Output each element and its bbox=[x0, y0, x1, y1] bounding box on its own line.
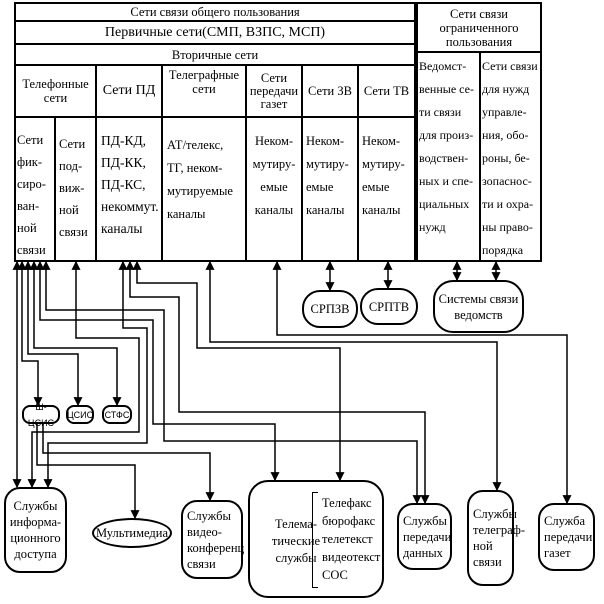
primary-networks-row: Первичные сети(СМП, ВЗПС, МСП) bbox=[104, 24, 326, 40]
connector-arrow bbox=[36, 424, 140, 520]
service-telematic: Телема- тические службы Телефакс бюрофак… bbox=[248, 480, 384, 598]
node-isdn: ЦСИС bbox=[66, 405, 94, 424]
tv-networks-body: Неком- мутиру- емые каналы bbox=[362, 134, 405, 217]
node-pstn: СТФС bbox=[102, 405, 132, 424]
sound-networks-body: Неком- мутиру- емые каналы bbox=[306, 134, 349, 217]
connector-arrow bbox=[272, 260, 572, 505]
header-data-networks: Сети ПД bbox=[102, 83, 156, 98]
secondary-networks-row: Вторичные сети bbox=[171, 47, 259, 62]
header-telephone-networks: Телефонные сети bbox=[22, 77, 89, 105]
node-departmental-systems: Системы связи ведомств bbox=[433, 280, 524, 333]
service-videoconference: Службы видео- конференц связи bbox=[181, 500, 244, 579]
data-networks-body: ПД-КД, ПД-КК, ПД-КС, некоммут. каналы bbox=[101, 133, 159, 236]
header-tv-networks: Сети ТВ bbox=[363, 84, 410, 98]
mobile-networks: Сети под- виж- ной связи bbox=[59, 137, 88, 239]
brace-icon bbox=[312, 492, 318, 588]
defense-networks: Сети связи для нужд управле- ния, обо- р… bbox=[482, 59, 538, 257]
service-information-access: Службы информа- ционного доступа bbox=[4, 487, 67, 573]
public-networks-title: Сети связи общего пользования bbox=[130, 4, 300, 19]
service-multimedia: Мультимедиа bbox=[92, 518, 172, 548]
restricted-networks-title: Сети связи ограниченного пользования bbox=[439, 6, 519, 49]
telematic-service-list: Телефакс бюрофакс телетекст видеотекст С… bbox=[322, 496, 381, 582]
node-b-isdn: Ш-ЦСИС bbox=[22, 402, 60, 428]
service-newspaper-transmission: Служба передачи газет bbox=[538, 503, 595, 571]
node-srpzv: СРПЗВ bbox=[302, 290, 358, 328]
fixed-telephone-networks: Сети фик- сиро- ван- ной связи bbox=[17, 133, 46, 257]
telematic-label: Телема- тические службы bbox=[271, 517, 321, 565]
connector-arrow bbox=[42, 424, 215, 502]
departmental-networks: Ведомст- венные се- ти связи для произ- … bbox=[419, 59, 474, 234]
telegraph-networks-body: АТ/телекс, ТГ, неком- мутируемые каналы bbox=[167, 138, 233, 221]
newspaper-networks-body: Неком- мутиру- емые каналы bbox=[252, 134, 296, 217]
service-data-transmission: Службы передачи данных bbox=[397, 503, 452, 570]
header-newspaper-networks: Сети передачи газет bbox=[249, 70, 299, 111]
service-telegraph: Службы телеграф- ной связи bbox=[467, 490, 525, 586]
connector-arrow bbox=[17, 260, 43, 407]
node-srptv: СРПТВ bbox=[360, 288, 418, 325]
connector-arrow bbox=[23, 260, 83, 407]
header-sound-broadcast-networks: Сети ЗВ bbox=[308, 84, 352, 98]
header-telegraph-networks: Телеграфные сети bbox=[168, 68, 240, 96]
